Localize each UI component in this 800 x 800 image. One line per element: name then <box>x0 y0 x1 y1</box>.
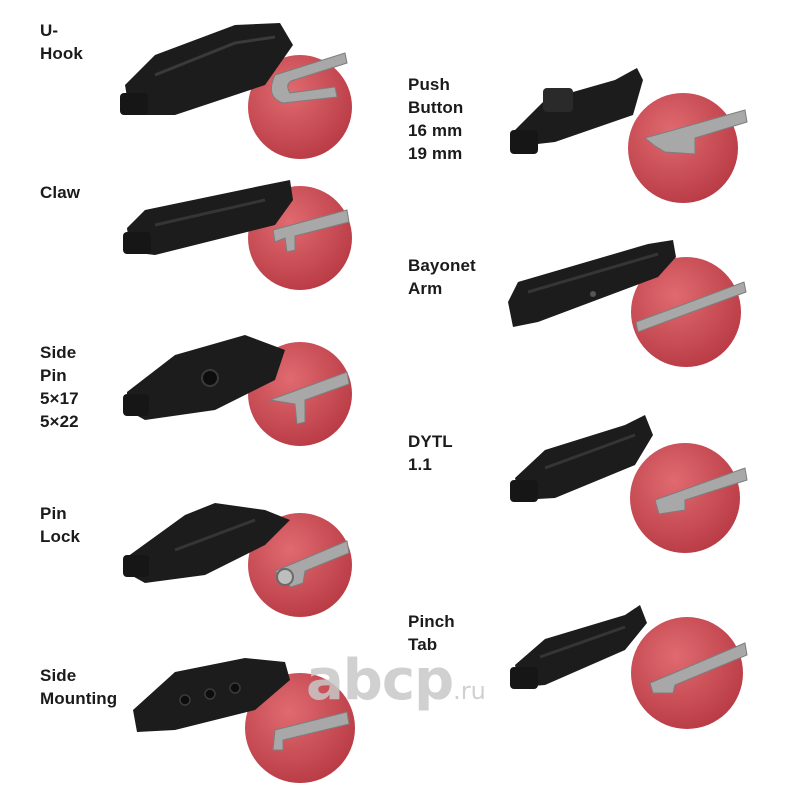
mount-label: Side Pin 5×17 5×22 <box>40 343 79 431</box>
mount-label: Pin Lock <box>40 504 81 546</box>
push-button-adapter-illustration <box>510 68 748 203</box>
pinch-tab-adapter-illustration <box>510 605 748 729</box>
mount-label: U-Hook <box>40 21 83 63</box>
abcp-watermark: abcp.ru <box>306 648 486 713</box>
pin-lock-adapter-illustration <box>123 503 352 617</box>
mount-label: Push Button 16 mm 19 mm <box>408 75 464 163</box>
side-mounting-adapter-illustration <box>133 658 355 783</box>
claw-adapter-illustration <box>123 180 352 290</box>
mount-label: DYTL 1.1 <box>408 432 453 474</box>
mount-label: Pinch Tab <box>408 612 455 654</box>
u-hook-adapter-illustration <box>120 23 352 159</box>
bayonet-arm-adapter-illustration <box>508 240 747 367</box>
mount-label: Side Mounting <box>40 666 118 708</box>
side-pin-adapter-illustration <box>123 335 352 446</box>
dytl-adapter-illustration <box>510 415 748 553</box>
mount-label: Bayonet Arm <box>408 256 476 298</box>
mount-label: Claw <box>40 183 81 202</box>
